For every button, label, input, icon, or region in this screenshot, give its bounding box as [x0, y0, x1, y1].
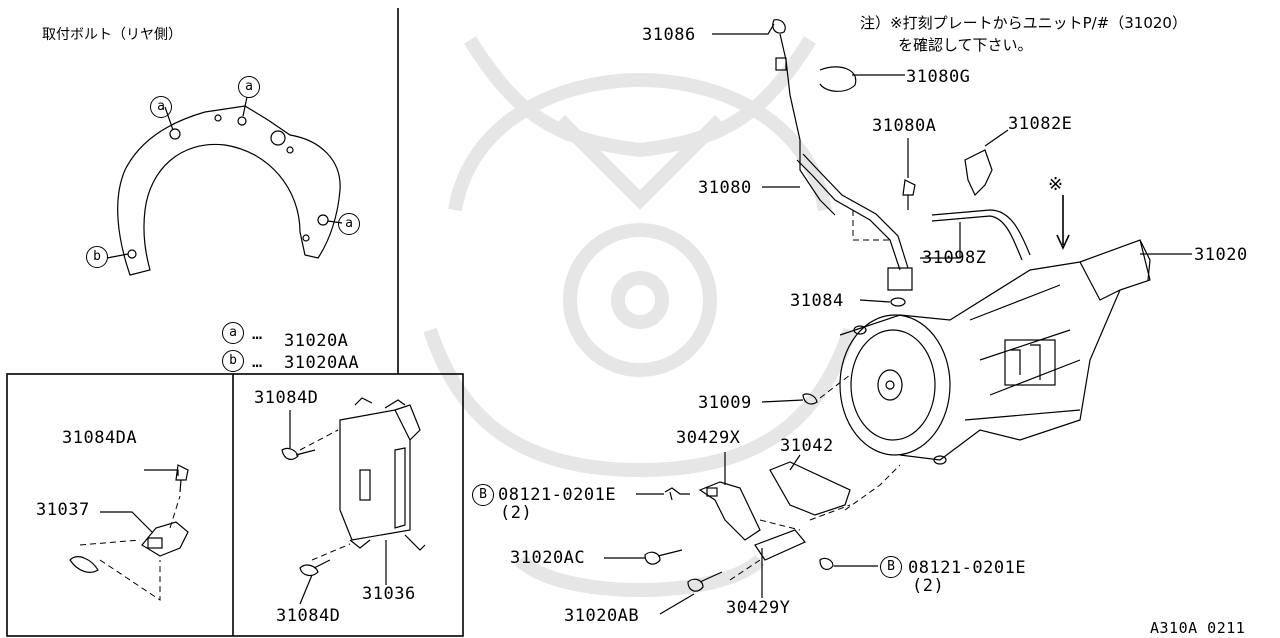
- part-label-30429y: 30429Y: [726, 598, 791, 618]
- leader-lines: [100, 23, 1192, 615]
- bolt-marker-left: B: [472, 484, 494, 506]
- note-line-1: 注）※打刻プレートからユニットP/#（31020）: [860, 14, 1187, 32]
- marker-a-3: a: [338, 213, 360, 235]
- legend-dots-b: …: [252, 352, 263, 372]
- bolt-marker-right: B: [880, 556, 902, 578]
- transmission-drawing: [802, 239, 1151, 465]
- part-label-31020: 31020: [1194, 245, 1248, 265]
- part-label-31082e: 31082E: [1008, 114, 1073, 134]
- part-qty-08121-left: (2): [500, 503, 533, 523]
- legend-part-a: 31020A: [284, 331, 349, 351]
- marker-a-2: a: [238, 76, 260, 98]
- inset-frame-bottom: [6, 373, 464, 637]
- figure-code: A310A 0211: [1150, 619, 1246, 637]
- legend-marker-a: a: [222, 322, 244, 344]
- legend-dots-a: …: [252, 324, 263, 344]
- part-label-31009: 31009: [698, 393, 752, 413]
- part-label-31098z: 31098Z: [922, 248, 987, 268]
- part-label-31020ac: 31020AC: [510, 548, 586, 568]
- part-label-08121-left: 08121-0201E: [498, 485, 617, 505]
- inset-title: 取付ボルト（リヤ側）: [42, 27, 182, 43]
- part-label-31042: 31042: [780, 436, 834, 456]
- part-label-30429x: 30429X: [676, 428, 741, 448]
- control-unit-drawing: [281, 397, 426, 577]
- part-label-31080a: 31080A: [872, 116, 937, 136]
- part-label-31036: 31036: [362, 584, 416, 604]
- legend-part-b: 31020AA: [284, 353, 360, 373]
- part-label-31080g: 31080G: [906, 67, 971, 87]
- marker-b-1: b: [86, 246, 108, 268]
- note-line-2: を確認して下さい。: [898, 36, 1033, 54]
- part-label-31084d-top: 31084D: [254, 388, 319, 408]
- part-label-08121-right: 08121-0201E: [908, 558, 1027, 578]
- part-label-31084d-bottom: 31084D: [276, 606, 341, 626]
- note-marker: ※: [1048, 174, 1064, 195]
- bracket-plate: [106, 96, 343, 276]
- dipstick-drawing: [772, 19, 1070, 307]
- part-label-31037: 31037: [36, 500, 90, 520]
- part-label-31086: 31086: [642, 25, 696, 45]
- marker-a-1: a: [150, 96, 172, 118]
- bracket-drawing: [644, 461, 901, 592]
- part-label-31084: 31084: [790, 291, 844, 311]
- watermark-emblem: [423, 36, 857, 597]
- part-qty-08121-right: (2): [912, 576, 945, 596]
- part-label-31080: 31080: [698, 178, 752, 198]
- part-label-31084da: 31084DA: [62, 428, 138, 448]
- legend-marker-b: b: [222, 350, 244, 372]
- sensor-drawing: [69, 464, 189, 601]
- part-label-31020ab: 31020AB: [564, 606, 640, 626]
